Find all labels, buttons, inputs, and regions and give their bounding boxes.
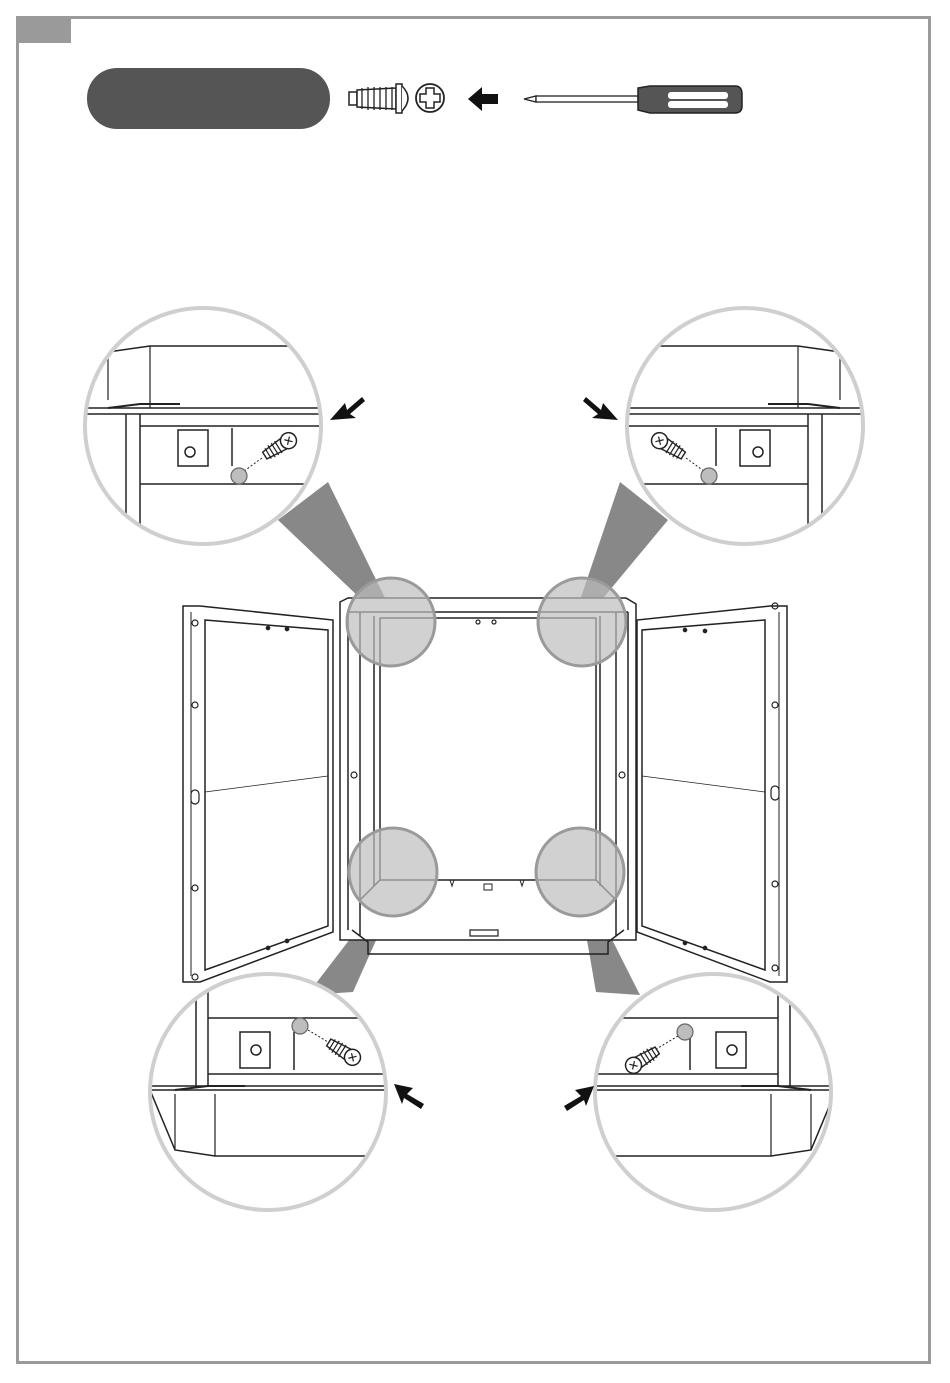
left-arrow-icon xyxy=(468,87,498,111)
self-tapping-screw-icon xyxy=(349,84,408,113)
arrow-icon xyxy=(330,397,365,420)
screw-hole xyxy=(292,1018,308,1034)
arrow-icon xyxy=(583,397,618,420)
phillips-head-icon xyxy=(416,84,444,112)
highlight-bottom-left xyxy=(349,828,437,916)
left-door xyxy=(183,606,333,982)
cabinet-assembly xyxy=(183,598,787,982)
highlight-top-left xyxy=(347,578,435,666)
screw-hole xyxy=(677,1024,693,1040)
phillips-screwdriver-icon xyxy=(524,86,742,113)
arrow-icon xyxy=(564,1086,594,1111)
screw-hole xyxy=(231,468,247,484)
right-door xyxy=(637,603,787,982)
highlight-bottom-right xyxy=(536,828,624,916)
detail-bottom-right xyxy=(564,960,836,1210)
screw-hole xyxy=(701,468,717,484)
arrow-icon xyxy=(394,1084,424,1109)
highlight-top-right xyxy=(538,578,626,666)
detail-bottom-left xyxy=(150,960,424,1210)
